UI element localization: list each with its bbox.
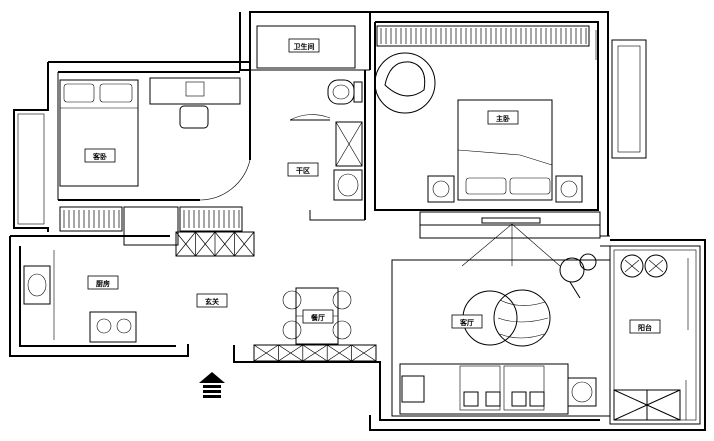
label-second-bedroom: 客卧 <box>92 152 107 161</box>
kitchen-counter <box>175 231 255 257</box>
shower-cabinet <box>335 121 363 167</box>
label-balcony: 阳台 <box>638 323 652 332</box>
label-dining-room: 餐厅 <box>310 313 325 322</box>
balcony-cabinet <box>613 389 681 421</box>
washbasin <box>333 169 363 201</box>
desk <box>149 77 241 129</box>
label-kitchen: 厨房 <box>96 279 110 288</box>
toilet <box>327 79 363 105</box>
label-master-bedroom: 主卧 <box>496 114 510 123</box>
lounge-chair <box>374 52 436 114</box>
double-bed <box>427 99 583 203</box>
wardrobe-second <box>59 206 243 246</box>
label-living-room: 客厅 <box>459 318 474 327</box>
label-entrance: 玄关 <box>205 297 219 306</box>
side-table <box>567 377 597 407</box>
sofa <box>399 363 569 415</box>
kitchen-sink <box>23 250 55 340</box>
label-drying-area: 干区 <box>296 167 310 175</box>
balcony-rails <box>595 30 689 420</box>
door-swings <box>199 110 331 201</box>
dining-cabinet <box>253 344 377 362</box>
tv-unit <box>461 217 561 267</box>
exterior-walls <box>9 11 706 431</box>
entry-arrow-icon <box>199 372 225 398</box>
room-labels: 卫生间 主卧 客卧 干区 厨房 玄关 餐厅 客厅 阳台 <box>84 38 661 334</box>
single-bed <box>59 79 139 187</box>
floor-lamp-icon <box>559 253 597 299</box>
wardrobe-master <box>376 25 590 47</box>
label-bathroom: 卫生间 <box>294 42 315 51</box>
potted-plant-icon <box>620 254 668 278</box>
cooktop <box>89 311 137 343</box>
